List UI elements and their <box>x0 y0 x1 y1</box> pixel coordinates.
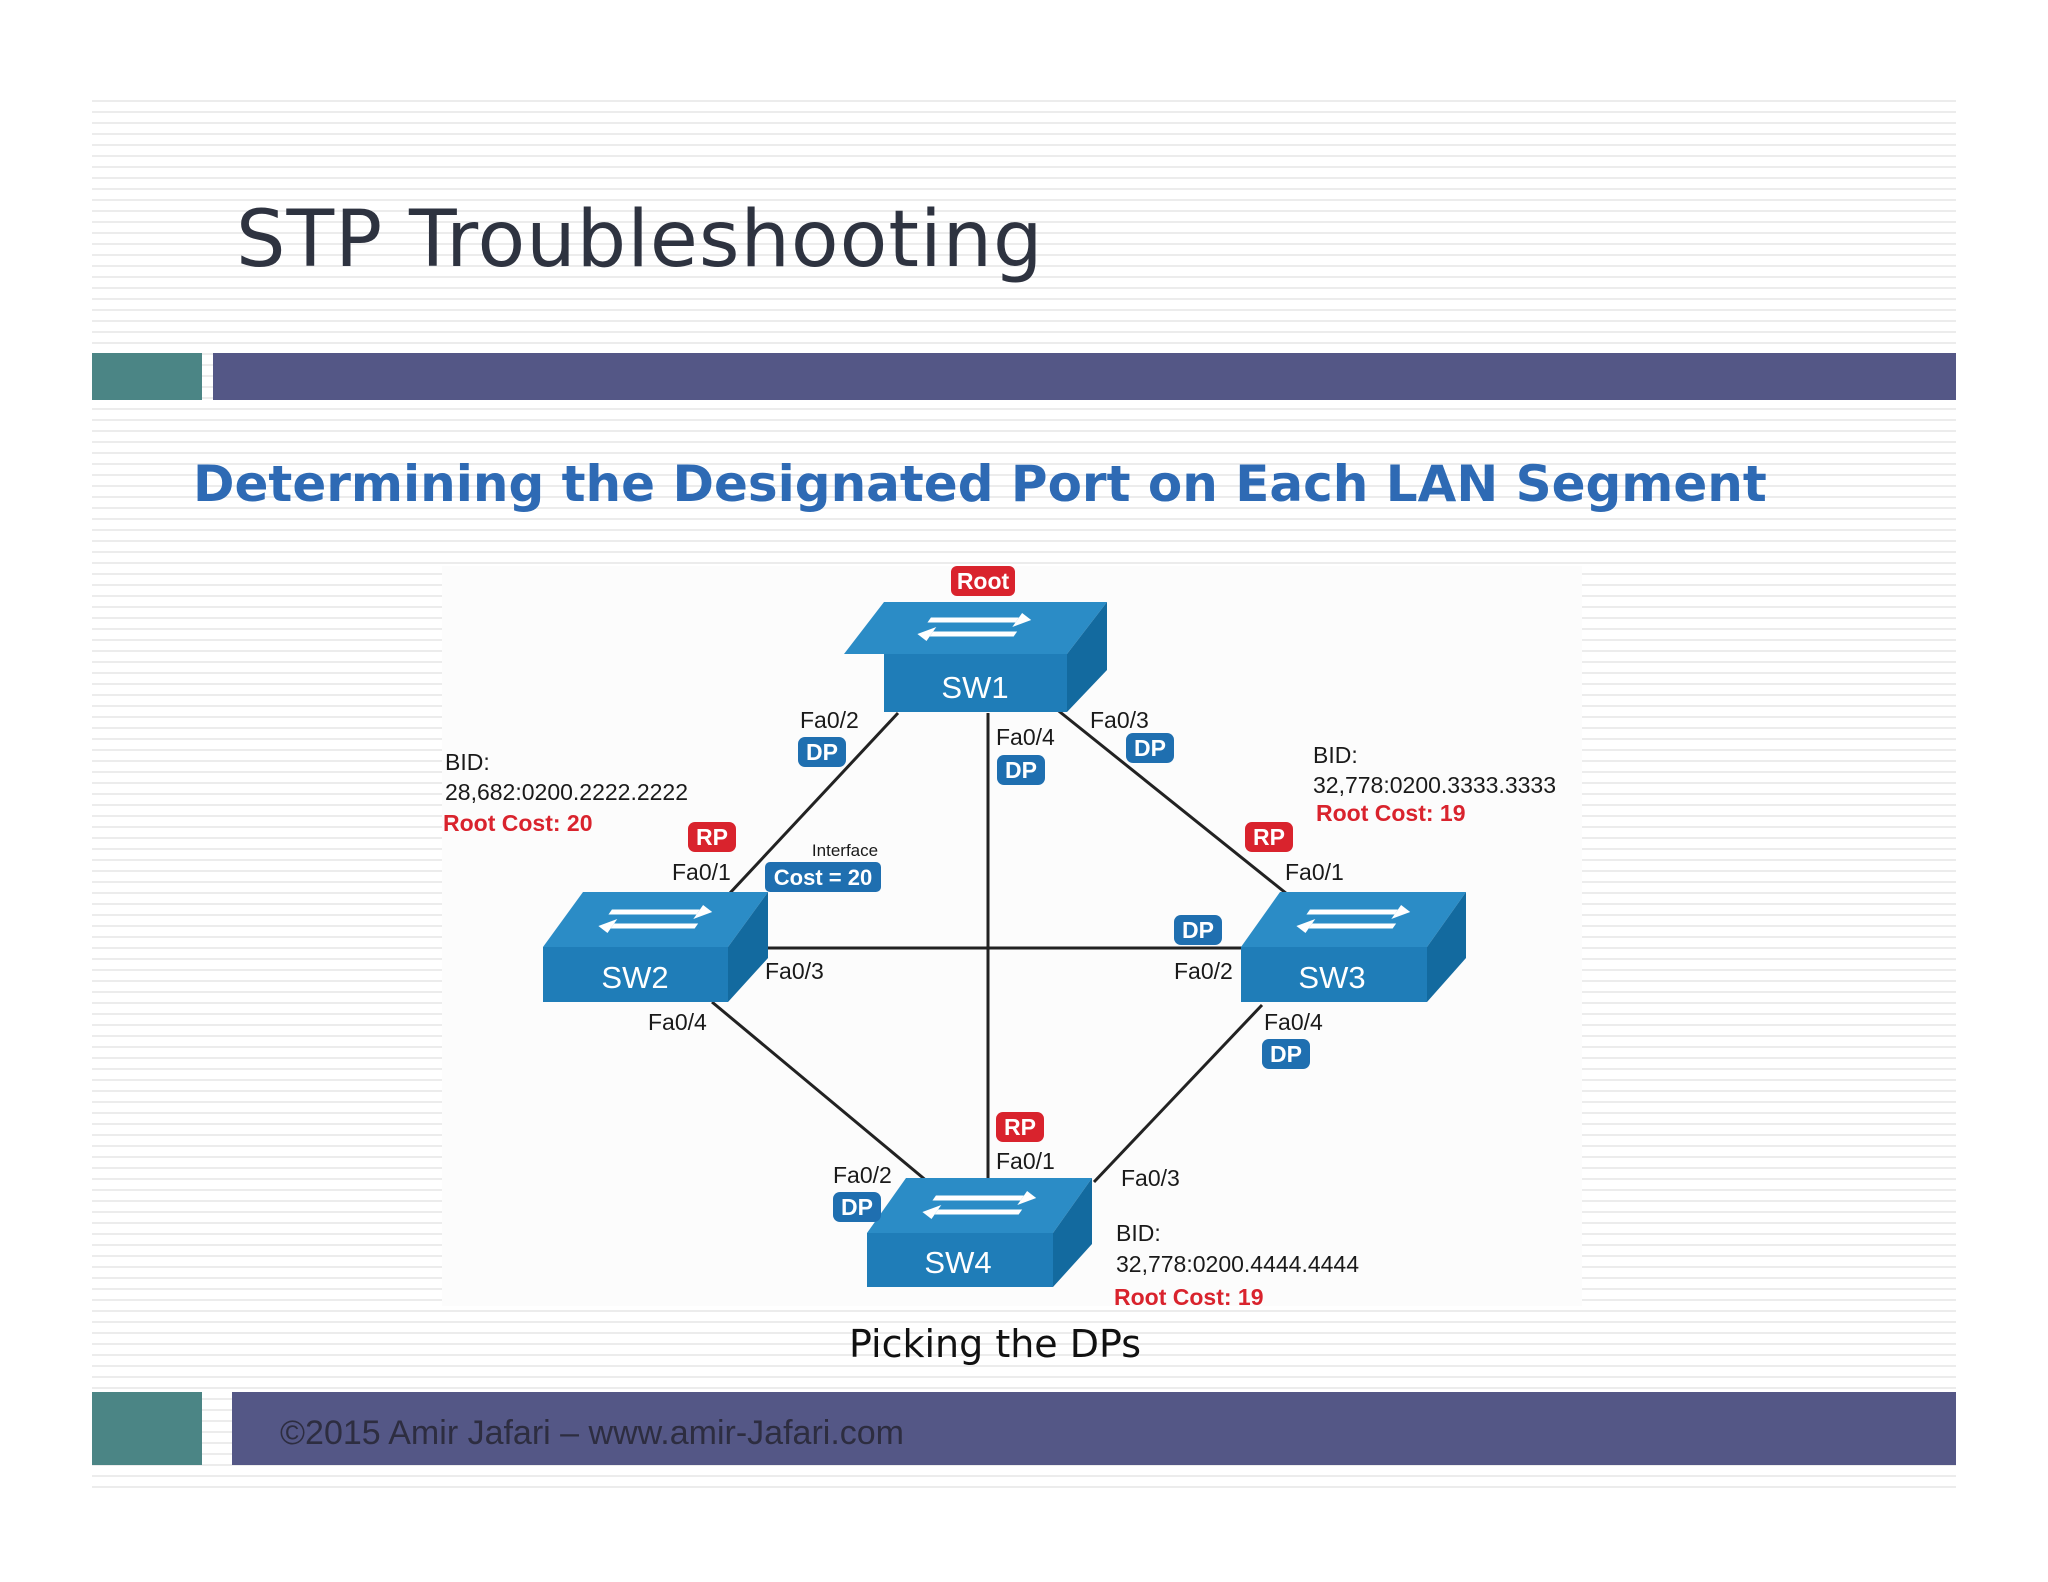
switch-sw2: SW2 <box>543 892 768 1002</box>
svg-text:DP: DP <box>806 739 838 765</box>
dp-badge: DP <box>1262 1039 1310 1069</box>
interface-cost-callout: Interface Cost = 20 <box>765 841 881 892</box>
dp-badge: DP <box>833 1192 881 1222</box>
switch-sw1: SW1 <box>844 602 1107 712</box>
sw4-bid-label: BID: <box>1116 1220 1161 1246</box>
port-label: Fa0/2 <box>833 1162 892 1188</box>
sw2-bid-value: 28,682:0200.2222.2222 <box>445 779 688 805</box>
port-label: Fa0/1 <box>672 859 731 885</box>
switch-label-sw2: SW2 <box>601 960 668 995</box>
switch-label-sw4: SW4 <box>924 1245 991 1280</box>
footer-copyright: ©2015 Amir Jafari – www.amir-Jafari.com <box>280 1414 905 1452</box>
svg-text:RP: RP <box>696 824 728 850</box>
svg-text:DP: DP <box>1270 1041 1302 1067</box>
port-label: Fa0/3 <box>1121 1165 1180 1191</box>
interface-cost-value: Cost = 20 <box>774 865 872 890</box>
interface-cost-label: Interface <box>812 841 878 860</box>
dp-badge: DP <box>1126 733 1174 763</box>
slide-subtitle: Determining the Designated Port on Each … <box>193 455 1767 513</box>
dp-badge: DP <box>997 755 1045 785</box>
sw2-root-cost: Root Cost: 20 <box>443 810 593 836</box>
port-label: Fa0/2 <box>1174 958 1233 984</box>
svg-text:Root: Root <box>957 568 1010 594</box>
sw4-bid-value: 32,778:0200.4444.4444 <box>1116 1251 1359 1277</box>
svg-text:RP: RP <box>1004 1114 1036 1140</box>
switch-label-sw1: SW1 <box>941 670 1008 705</box>
port-label: Fa0/4 <box>996 724 1055 750</box>
title-bar-accent <box>92 353 202 400</box>
footer-bar-accent <box>92 1392 202 1465</box>
switch-label-sw3: SW3 <box>1298 960 1365 995</box>
rp-badge: RP <box>688 822 736 852</box>
port-label: Fa0/3 <box>765 958 824 984</box>
diagram-caption: Picking the DPs <box>848 1322 1142 1366</box>
dp-badge: DP <box>798 737 846 767</box>
rp-badge: RP <box>996 1112 1044 1142</box>
title-bar <box>213 353 1956 400</box>
sw3-root-cost: Root Cost: 19 <box>1316 800 1466 826</box>
link-sw2-sw4 <box>711 1000 929 1184</box>
sw4-root-cost: Root Cost: 19 <box>1114 1284 1264 1310</box>
sw2-bid-label: BID: <box>445 749 490 775</box>
links <box>711 706 1293 1184</box>
svg-text:DP: DP <box>1182 917 1214 943</box>
root-badge: Root <box>951 566 1015 596</box>
port-label: Fa0/3 <box>1090 707 1149 733</box>
footer-bar <box>232 1392 1956 1465</box>
svg-text:DP: DP <box>1134 735 1166 761</box>
dp-badge: DP <box>1174 915 1222 945</box>
port-label: Fa0/2 <box>800 707 859 733</box>
port-label: Fa0/1 <box>996 1148 1055 1174</box>
port-label: Fa0/4 <box>648 1009 707 1035</box>
link-sw3-sw4 <box>1092 1003 1264 1184</box>
svg-text:RP: RP <box>1253 824 1285 850</box>
rp-badge: RP <box>1245 822 1293 852</box>
svg-text:DP: DP <box>841 1194 873 1220</box>
sw3-bid-value: 32,778:0200.3333.3333 <box>1313 772 1556 798</box>
svg-text:DP: DP <box>1005 757 1037 783</box>
port-label: Fa0/4 <box>1264 1009 1323 1035</box>
switch-sw3: SW3 <box>1241 892 1466 1002</box>
slide-title: STP Troubleshooting <box>236 195 1044 285</box>
switch-sw4: SW4 <box>867 1178 1092 1287</box>
port-label: Fa0/1 <box>1285 859 1344 885</box>
sw3-bid-label: BID: <box>1313 742 1358 768</box>
link-sw1-sw3 <box>1054 706 1293 900</box>
link-sw1-sw2 <box>728 711 900 895</box>
